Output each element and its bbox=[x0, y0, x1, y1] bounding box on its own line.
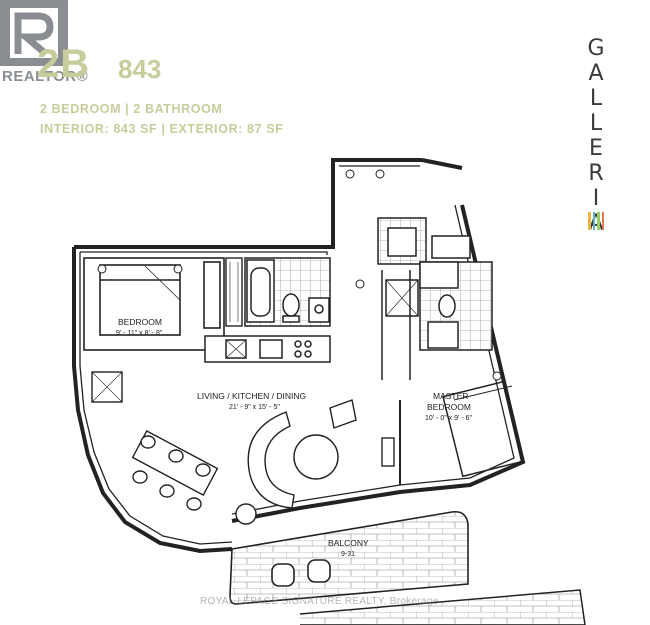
plan-code: 2B bbox=[37, 42, 91, 86]
brand-bar bbox=[588, 212, 591, 230]
entry-closets bbox=[377, 217, 471, 380]
unit-rooms-summary: 2 BEDROOM | 2 BATHROOM bbox=[40, 102, 223, 116]
bedroom-fixtures bbox=[97, 264, 183, 274]
bedroom-label: BEDROOM bbox=[118, 317, 162, 327]
light-fixtures bbox=[345, 169, 502, 381]
master-bedroom bbox=[399, 380, 524, 485]
bedroom-dims: 9' - 11" x 8' - 8" bbox=[116, 330, 163, 337]
realtor-logo-icon bbox=[0, 0, 68, 66]
bathroom bbox=[244, 257, 331, 327]
brand-bar bbox=[592, 212, 595, 230]
master-ensuite bbox=[419, 261, 493, 351]
living-label: LIVING / KITCHEN / DINING bbox=[197, 391, 306, 401]
dining-table bbox=[131, 430, 257, 525]
brand-bar bbox=[601, 212, 604, 230]
living-dims: 21' - 9" x 15' - 5" bbox=[229, 404, 280, 411]
brokerage-watermark: ROYAL LEPAGE SIGNATURE REALTY, Brokerage bbox=[200, 596, 439, 607]
master-label-line1: MASTER bbox=[433, 391, 468, 401]
balcony-label: BALCONY bbox=[328, 538, 369, 548]
plan-area: 843 bbox=[118, 54, 162, 84]
balcony-dims: 9-31 bbox=[341, 551, 355, 558]
unit-area-summary: INTERIOR: 843 SF | EXTERIOR: 87 SF bbox=[40, 122, 284, 136]
adjacent-balcony bbox=[299, 589, 586, 625]
brand-bar bbox=[597, 212, 600, 230]
master-dims: 10' - 0" x 9' - 6" bbox=[425, 415, 472, 422]
balcony bbox=[229, 510, 469, 605]
realtor-logo-text: REALTOR® bbox=[2, 68, 89, 85]
storage-closet bbox=[91, 371, 123, 403]
brand-color-bars-icon bbox=[588, 212, 604, 230]
bedroom-closet bbox=[225, 257, 243, 327]
master-label-line2: BEDROOM bbox=[427, 402, 471, 412]
kitchen-counter bbox=[204, 335, 331, 363]
living-furniture bbox=[247, 399, 395, 509]
bedroom bbox=[83, 257, 225, 351]
